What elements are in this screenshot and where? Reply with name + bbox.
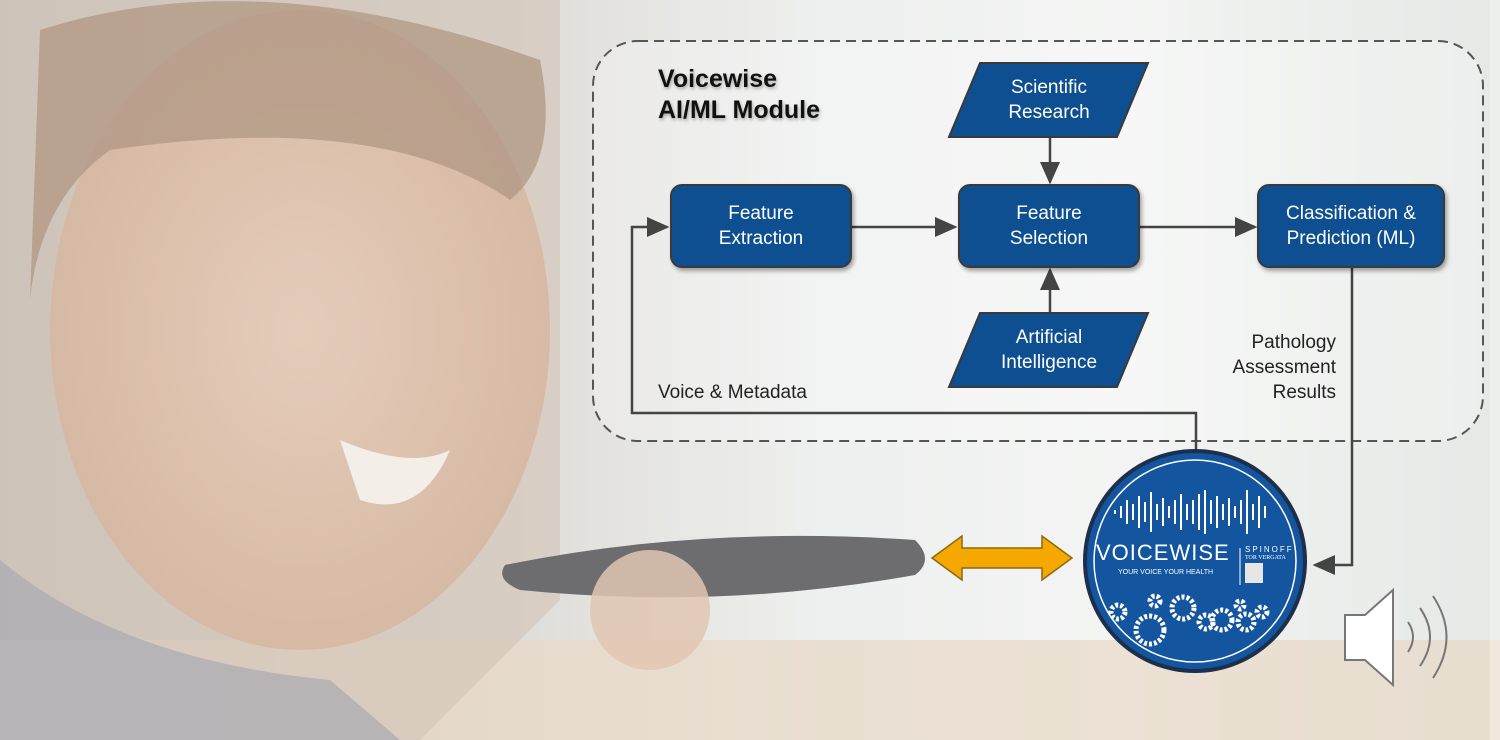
node-classification-prediction: Classification &Prediction (ML) xyxy=(1257,184,1445,268)
voice-metadata-label: Voice & Metadata xyxy=(658,382,807,403)
bidirectional-arrow xyxy=(930,534,1074,582)
phone xyxy=(502,535,925,670)
waveform-icon xyxy=(1114,490,1266,534)
logo-brand: VOICEWISE xyxy=(1096,540,1230,565)
arrow-results-to-logo xyxy=(1312,268,1354,575)
logo-badge xyxy=(1083,449,1307,673)
title-line: Voicewise xyxy=(658,65,778,93)
speaker-icon[interactable] xyxy=(1344,587,1448,688)
logo-spinoff: SPINOFF xyxy=(1245,545,1294,554)
title-line: AI/ML Module xyxy=(658,96,821,124)
gears-icon xyxy=(1108,593,1270,647)
logo-tagline: YOUR VOICE YOUR HEALTH xyxy=(1118,569,1214,576)
scientific-research-shape xyxy=(947,62,1150,138)
module-title: Voicewise AI/ML Module xyxy=(658,64,820,126)
arrow-voice-to-extraction xyxy=(630,217,1198,450)
logo-university: TOR VERGATA xyxy=(1245,555,1286,561)
person-head xyxy=(50,10,550,650)
artificial-intelligence-shape xyxy=(947,312,1150,388)
